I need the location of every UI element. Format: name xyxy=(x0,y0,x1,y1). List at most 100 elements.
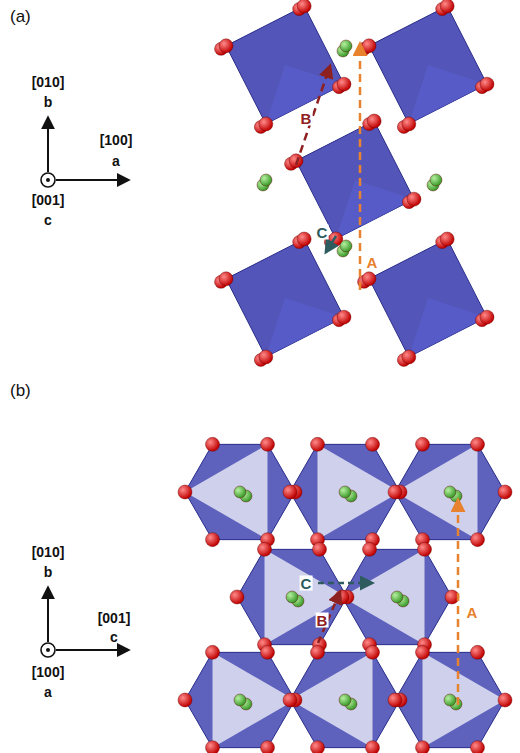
axis-index: [010] xyxy=(32,75,65,89)
octahedron-face xyxy=(290,652,373,747)
octahedron-face xyxy=(266,298,344,357)
oxygen-atom xyxy=(402,350,416,364)
axis-out-symbol xyxy=(41,643,55,657)
oxygen-atom xyxy=(206,645,220,659)
cation-atom xyxy=(391,591,403,603)
oxygen-atom xyxy=(289,154,303,168)
oxygen-atom xyxy=(498,485,512,499)
oxygen-atom xyxy=(471,741,485,753)
panel-label: (a) xyxy=(10,8,31,25)
octahedron-face xyxy=(213,652,296,747)
oxygen-atom xyxy=(311,437,325,451)
oxygen-atom xyxy=(219,39,233,53)
oxygen-atom xyxy=(297,232,311,246)
axis-name: c xyxy=(110,630,118,644)
oxygen-atom xyxy=(362,272,376,286)
oxygen-atom xyxy=(261,437,275,451)
octahedron xyxy=(369,239,487,357)
oxygen-atom xyxy=(366,437,380,451)
oxygen-atom xyxy=(313,542,327,556)
axis-index: [001] xyxy=(98,611,131,625)
oxygen-atom xyxy=(407,192,421,206)
octahedron-face xyxy=(318,444,401,539)
oxygen-atom xyxy=(363,542,377,556)
cation-atom xyxy=(260,174,272,186)
cation-atom xyxy=(340,40,352,52)
oxygen-atom xyxy=(337,310,351,324)
oxygen-atom xyxy=(366,645,380,659)
axis-index: [001] xyxy=(32,193,65,207)
oxygen-atom xyxy=(471,533,485,547)
oxygen-atom xyxy=(297,0,311,13)
oxygen-atom xyxy=(206,437,220,451)
octahedron xyxy=(369,6,487,124)
oxygen-atom xyxy=(206,533,220,547)
path-label: C xyxy=(316,225,329,240)
oxygen-atom xyxy=(259,117,273,131)
octahedron xyxy=(185,652,295,747)
octahedron-face xyxy=(423,652,506,747)
cation-atom xyxy=(234,694,246,706)
cation-atom xyxy=(339,694,351,706)
oxygen-atom xyxy=(261,741,275,753)
oxygen-atom xyxy=(471,645,485,659)
axis-out-symbol xyxy=(41,173,55,187)
oxygen-atom xyxy=(402,117,416,131)
cation-atom xyxy=(339,486,351,498)
cation-atom xyxy=(444,694,456,706)
axis-out-symbol xyxy=(46,648,50,652)
octahedron xyxy=(296,121,414,239)
path-arrow xyxy=(318,582,372,585)
oxygen-atom xyxy=(178,485,192,499)
octahedron-face xyxy=(409,65,487,124)
oxygen-atom xyxy=(418,542,432,556)
axis-name: a xyxy=(112,154,120,168)
oxygen-atom xyxy=(416,437,430,451)
oxygen-atom xyxy=(311,741,325,753)
axis-arrow xyxy=(56,649,128,651)
octahedron xyxy=(237,549,347,644)
path-arrow xyxy=(457,500,460,705)
axis-index: [100] xyxy=(32,665,65,679)
octahedron xyxy=(395,652,505,747)
path-label: B xyxy=(300,111,313,126)
axis-index: [010] xyxy=(32,545,65,559)
octahedron xyxy=(395,444,505,539)
oxygen-atom xyxy=(206,741,220,753)
oxygen-atom xyxy=(416,645,430,659)
axis-arrow xyxy=(47,118,49,172)
axis-index: [100] xyxy=(100,133,133,147)
oxygen-atom xyxy=(261,645,275,659)
octahedron xyxy=(290,652,400,747)
octahedron xyxy=(290,444,400,539)
path-arrow xyxy=(359,44,362,290)
oxygen-atom xyxy=(178,693,192,707)
oxygen-atom xyxy=(471,437,485,451)
axis-name: b xyxy=(44,565,53,579)
path-label: A xyxy=(466,605,479,620)
axis-name: b xyxy=(44,95,53,109)
oxygen-atom xyxy=(440,232,454,246)
oxygen-atom xyxy=(362,39,376,53)
oxygen-atom xyxy=(367,114,381,128)
oxygen-atom xyxy=(416,741,430,753)
octahedron-face xyxy=(395,444,478,539)
oxygen-atom xyxy=(388,693,402,707)
cation-atom xyxy=(430,174,442,186)
cation-atom xyxy=(234,486,246,498)
panel-label: (b) xyxy=(10,382,31,399)
oxygen-atom xyxy=(258,542,272,556)
axis-out-symbol xyxy=(46,178,50,182)
oxygen-atom xyxy=(219,272,233,286)
oxygen-atom xyxy=(283,485,297,499)
axis-arrow xyxy=(47,588,49,642)
cation-atom xyxy=(286,591,298,603)
octahedron-face xyxy=(409,298,487,357)
path-label: B xyxy=(316,613,329,628)
axis-name: a xyxy=(44,685,52,699)
cation-atom xyxy=(444,486,456,498)
octahedron xyxy=(185,444,295,539)
oxygen-atom xyxy=(337,77,351,91)
